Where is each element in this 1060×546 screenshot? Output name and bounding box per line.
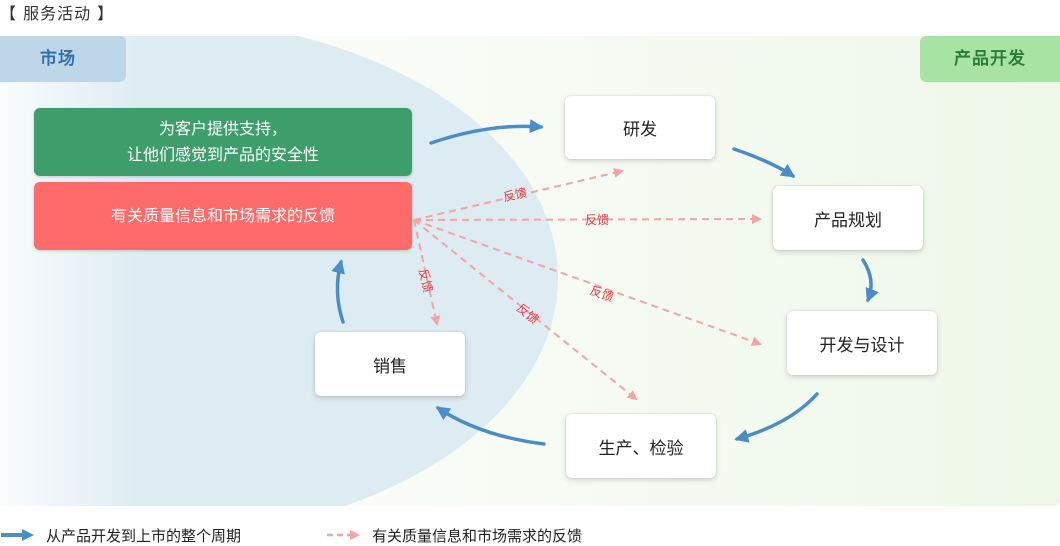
feedback-source-text: 有关质量信息和市场需求的反馈: [110, 206, 335, 225]
cycle-arrow-sales-to-market: [331, 259, 345, 324]
cycle-arrow-rd-to-plan: [732, 147, 796, 178]
support-text-line1: 为客户提供支持，: [158, 119, 287, 138]
product-planning-node: 产品规划: [773, 186, 923, 250]
cycle-arrow-market-to-rd: [429, 119, 544, 145]
cycle-arrows: [331, 119, 879, 446]
cycle-arrow-production-to-sales: [435, 406, 546, 446]
cycle-arrow-design-to-production: [734, 392, 819, 443]
product-dev-tag: 产品开发: [920, 36, 1060, 82]
cycle-arrow-plan-to-design: [861, 258, 879, 303]
development-design-node-label: 开发与设计: [819, 335, 905, 356]
production-inspection-node: 生产、检验: [566, 414, 716, 478]
legend-feedback-text: 有关质量信息和市场需求的反馈: [372, 526, 583, 545]
legend-cycle-arrow-icon: [1, 529, 34, 541]
rd-node-label: 研发: [623, 120, 657, 140]
market-tag: 市场: [0, 36, 126, 82]
development-design-node: 开发与设计: [787, 311, 937, 375]
rd-node: 研发: [565, 96, 715, 159]
product-planning-node-label: 产品规划: [814, 210, 882, 231]
section-heading: 【 服务活动 】: [0, 4, 115, 23]
feedback-arrow-to-plan: [413, 214, 762, 225]
feedback-source-block: 有关质量信息和市场需求的反馈: [34, 182, 412, 250]
legend-feedback-arrow-icon: [327, 530, 360, 540]
feedback-label-plan: 反馈: [585, 213, 610, 227]
legend-cycle-text: 从产品开发到上市的整个周期: [46, 526, 242, 545]
support-text-line2: 让他们感觉到产品的安全性: [126, 145, 319, 164]
sales-node: 销售: [315, 332, 465, 396]
production-inspection-node-label: 生产、检验: [598, 438, 684, 459]
diagram-panel: [0, 36, 1060, 506]
customer-support-block: 为客户提供支持， 让他们感觉到产品的安全性: [34, 108, 412, 176]
legend-feedback: 有关质量信息和市场需求的反馈: [326, 524, 582, 546]
feedback-arrows: [413, 167, 762, 401]
feedback-arrow-to-sales: [413, 219, 441, 326]
legend-cycle: 从产品开发到上市的整个周期: [0, 524, 241, 546]
feedback-arrow-to-design: [413, 219, 762, 347]
sales-node-label: 销售: [373, 356, 407, 377]
